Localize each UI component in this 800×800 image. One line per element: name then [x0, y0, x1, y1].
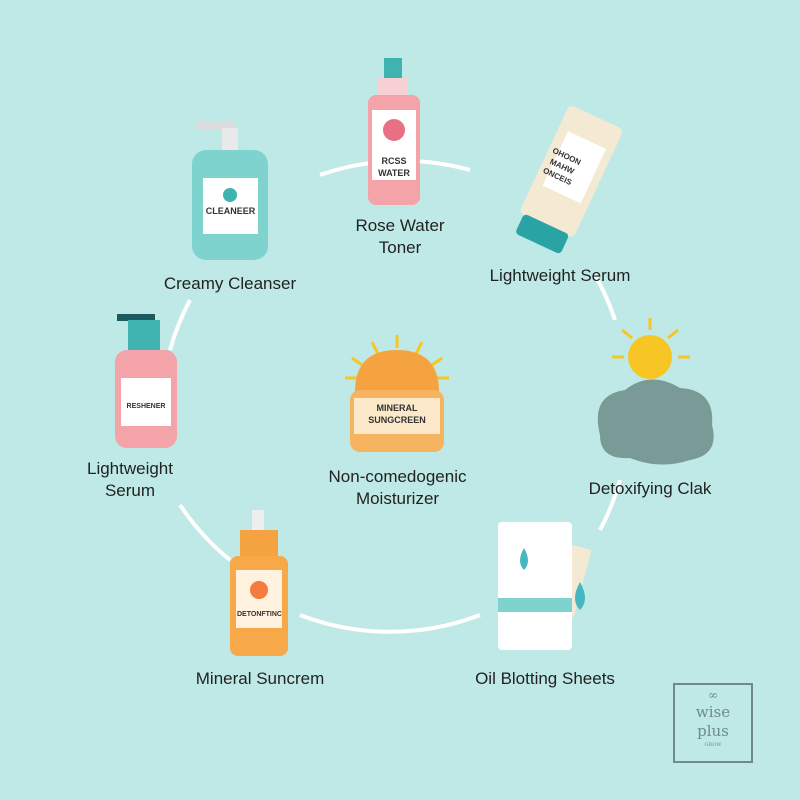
- label-rose-water-toner: Rose Water Toner: [355, 216, 445, 257]
- label-detoxifying-clay: Detoxifying Clak: [588, 479, 712, 498]
- detoxifying-clay: [597, 318, 714, 465]
- label-lightweight-serum-tube: Lightweight Serum: [489, 266, 631, 285]
- label-moisturizer: Non-comedogenic Moisturizer: [328, 467, 467, 508]
- mineral-sunscreen-bottle: [230, 510, 288, 656]
- watermark-line2: plus: [697, 722, 729, 740]
- lightweight-serum-tube: [516, 106, 622, 254]
- watermark-line1: wise: [695, 703, 731, 721]
- label-creamy-cleanser: Creamy Cleanser: [163, 274, 297, 293]
- moisturizer-jar: [345, 335, 449, 452]
- label-mineral-sunscreen: Mineral Suncrem: [195, 669, 325, 688]
- toner-product-text: RCSS WATER: [373, 155, 415, 179]
- rose-water-toner-bottle: [368, 58, 420, 205]
- watermark-line3: GROW: [704, 742, 722, 748]
- cleanser-product-text: CLEANEER: [203, 205, 258, 217]
- wiseplus-watermark-logo: ∞ wise plus GROW: [673, 683, 753, 763]
- moisturizer-product-text: MINERAL SUNGCREEN: [368, 403, 426, 425]
- label-oil-blotting-sheets: Oil Blotting Sheets: [475, 669, 615, 688]
- label-lightweight-serum-pump: Lightweight Serum: [86, 459, 173, 500]
- oil-blotting-sheets: [498, 522, 592, 650]
- sunscreen-product-text: DETONFTINC: [237, 611, 282, 618]
- lightweight-serum-pump-bottle: [115, 314, 177, 448]
- serum-pump-product-text: RESHENER: [121, 402, 171, 412]
- owl-eyes-icon: ∞: [708, 688, 718, 702]
- creamy-cleanser-bottle: [192, 122, 268, 260]
